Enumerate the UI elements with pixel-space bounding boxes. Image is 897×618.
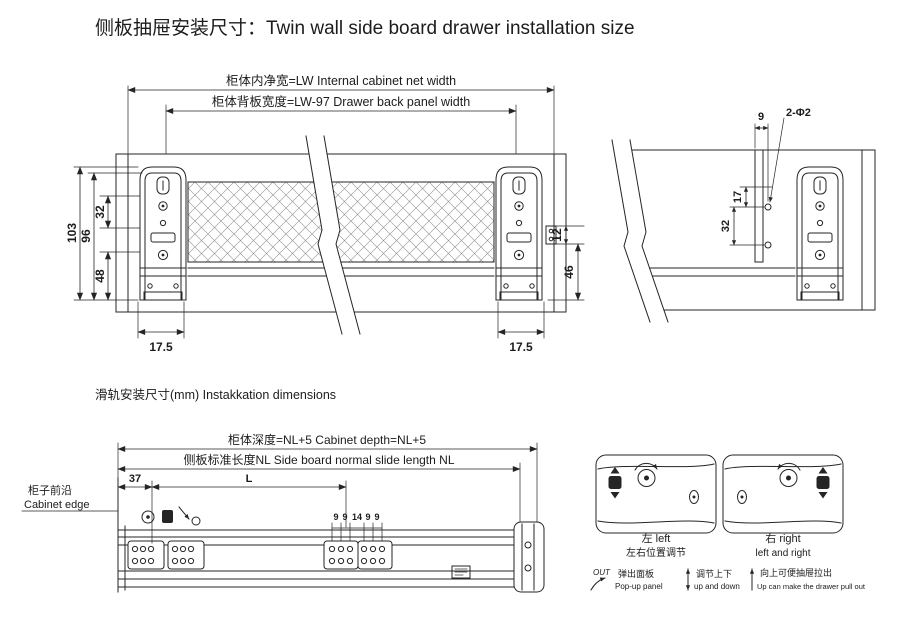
- lock-clip-icon: [162, 510, 173, 523]
- dim-17-label: 17: [732, 191, 744, 203]
- updown-en: up and down: [694, 582, 740, 591]
- knob-oval-icon: [689, 490, 699, 504]
- cabinet-edge-callout: 柜子前沿 Cabinet edge: [21, 483, 119, 512]
- popup-cn: 弹出面板: [618, 568, 654, 579]
- dim-37-label: 37: [129, 473, 141, 485]
- legend-left-sub: 左右位置调节: [626, 546, 686, 559]
- adjust-arrow-icon: [178, 506, 190, 520]
- hole-dim-2: 9: [342, 512, 347, 522]
- dim-hole-spacing-lower: 32: [720, 206, 765, 246]
- legend-right-sub: left and right: [755, 548, 810, 559]
- legend-left-label: 左 left: [642, 532, 671, 545]
- knob-icon: [191, 516, 201, 526]
- front-mount-cluster: [127, 506, 205, 570]
- dim-32b-label: 32: [720, 220, 732, 232]
- back-panel-hatch: [187, 181, 495, 263]
- updown-cn: 调节上下: [696, 569, 732, 579]
- lock-button-icon: [608, 467, 622, 499]
- legend: 左 left 左右位置调节 右 right left and right OUT…: [590, 454, 866, 591]
- cabinet-edge-cn: 柜子前沿: [28, 483, 72, 497]
- out-label: OUT: [593, 568, 611, 577]
- cabinet-edge-en: Cabinet edge: [24, 499, 89, 511]
- lock-button-icon: [816, 467, 830, 499]
- hole-dim-1: 9: [333, 512, 338, 522]
- dim-cabinet-depth-label: 柜体深度=NL+5 Cabinet depth=NL+5: [228, 432, 426, 447]
- dim-hole-offset: 9: [754, 111, 769, 202]
- dim-upper-hole: 32: [93, 195, 141, 229]
- dim-2phi2-label: 2-Φ2: [786, 107, 811, 119]
- rail-body: [117, 477, 541, 593]
- dim-front-offset: 37: [117, 473, 153, 544]
- pullout-en: Up can make the drawer pull out: [757, 582, 866, 591]
- dim-cabinet-depth: 柜体深度=NL+5 Cabinet depth=NL+5: [117, 432, 538, 523]
- slide-side-view: 柜体深度=NL+5 Cabinet depth=NL+5 侧板标准长度NL Si…: [21, 432, 545, 593]
- mounting-hole-lower: [764, 241, 772, 249]
- cam-adjuster-icon: [634, 462, 658, 487]
- hole-callout: 2-Φ2: [768, 107, 811, 203]
- dim-bracket-to-bottom: 46: [547, 243, 585, 301]
- rear-mount-cluster: [323, 540, 393, 570]
- side-member-right: [495, 166, 543, 301]
- dim-32-label: 32: [93, 205, 107, 219]
- dim-total-height: 103: [65, 166, 139, 301]
- break-mark: [305, 135, 361, 335]
- cam-adjuster-icon: [141, 510, 155, 524]
- side-member-back: [796, 166, 844, 301]
- pullout-cn: 向上可便抽屉拉出: [760, 567, 832, 578]
- dim-hole-spacing: 9 9 14 9 9: [331, 512, 383, 542]
- dim-17-5-right-label: 17.5: [509, 340, 533, 354]
- hole-dim-3: 14: [352, 512, 362, 522]
- rear-end-bracket: [513, 521, 545, 593]
- note-pullout: 向上可便抽屉拉出 Up can make the drawer pull out: [749, 567, 866, 591]
- dim-17-5-left-label: 17.5: [149, 340, 173, 354]
- hole-dim-5: 9: [374, 512, 379, 522]
- note-updown: 调节上下 up and down: [685, 568, 740, 591]
- dim-96-label: 96: [79, 229, 93, 243]
- note-popup: OUT 弹出面板 Pop-up panel: [590, 568, 663, 591]
- dim-lower-hole: 48: [93, 251, 141, 301]
- dim-back-panel-width-label: 柜体背板宽度=LW-97 Drawer back panel width: [212, 94, 470, 109]
- cam-adjuster-icon: [777, 462, 801, 487]
- dim-back-panel-width: 柜体背板宽度=LW-97 Drawer back panel width: [165, 94, 517, 154]
- logo-chip: [451, 565, 471, 579]
- dim-48-label: 48: [93, 269, 107, 283]
- back-detail-view: 9 2-Φ2 17 32: [611, 107, 876, 323]
- dim-slide-length: 侧板标准长度NL Side board normal slide length …: [117, 452, 521, 523]
- dim-internal-width-label: 柜体内净宽=LW Internal cabinet net width: [226, 73, 456, 88]
- dim-internal-width: 柜体内净宽=LW Internal cabinet net width: [127, 73, 555, 154]
- dim-right-inset: 17.5: [497, 301, 545, 354]
- out-arrow-icon: [590, 577, 606, 591]
- legend-box-right: [722, 454, 844, 534]
- dim-103-label: 103: [65, 223, 79, 243]
- dim-slide-length-label: 侧板标准长度NL Side board normal slide length …: [183, 452, 454, 467]
- section-title: 滑轨安装尺寸(mm) Instakkation dimensions: [95, 387, 336, 402]
- dim-span-L: L: [151, 473, 347, 528]
- legend-box-left: [595, 454, 717, 534]
- legend-right-label: 右 right: [765, 531, 800, 545]
- break-mark-detail: [611, 139, 669, 323]
- dim-12-label: 12: [550, 228, 564, 242]
- front-view: 柜体内净宽=LW Internal cabinet net width 柜体背板…: [65, 73, 585, 354]
- dim-left-inset: 17.5: [137, 301, 185, 354]
- popup-en: Pop-up panel: [615, 582, 663, 591]
- mounting-hole-upper: [764, 203, 772, 211]
- dim-L-label: L: [246, 473, 253, 485]
- side-member-left: [139, 166, 187, 301]
- dim-9-label: 9: [758, 111, 764, 123]
- detail-outline: [614, 149, 876, 311]
- dim-hole-spacing-upper: 17: [729, 186, 773, 208]
- dim-side-height: 96: [79, 172, 143, 301]
- knob-oval-icon: [737, 490, 747, 504]
- dim-46-label: 46: [562, 265, 576, 279]
- page-title: 侧板抽屉安装尺寸：Twin wall side board drawer ins…: [95, 17, 635, 39]
- dim-bracket-height: 12: [547, 225, 585, 245]
- hole-dim-4: 9: [365, 512, 370, 522]
